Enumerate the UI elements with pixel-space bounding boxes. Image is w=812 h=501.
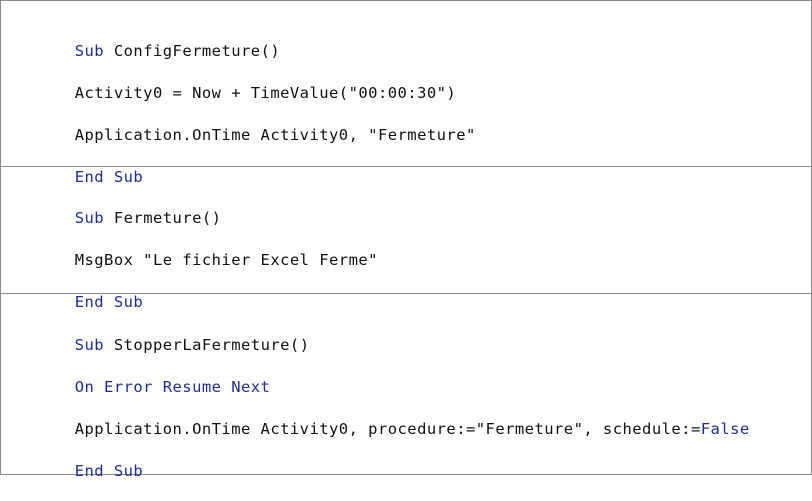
keyword-token: Sub — [74, 209, 105, 227]
code-view: Sub ConfigFermeture() Activity0 = Now + … — [0, 0, 812, 480]
code-block-config-fermeture: Sub ConfigFermeture() Activity0 = Now + … — [1, 1, 811, 186]
keyword-token: Sub — [74, 336, 105, 354]
code-line: Activity0 = Now + TimeValue("00:00:30") — [16, 63, 456, 102]
keyword-token: End Sub — [74, 293, 144, 311]
text-token: Fermeture() — [104, 209, 222, 227]
keyword-token: End Sub — [74, 168, 144, 186]
code-line: End Sub — [16, 272, 143, 311]
code-line: Application.OnTime Activity0, procedure:… — [16, 399, 750, 438]
text-token: ConfigFermeture() — [104, 42, 281, 60]
code-block-stopper-la-fermeture: Sub StopperLaFermeture() On Error Resume… — [1, 293, 811, 480]
code-line: On Error Resume Next — [16, 357, 270, 396]
keyword-token: On Error Resume Next — [74, 378, 271, 396]
text-token: StopperLaFermeture() — [104, 336, 310, 354]
keyword-token: Sub — [74, 42, 105, 60]
text-token: MsgBox "Le fichier Excel Ferme" — [74, 251, 378, 269]
keyword-token: False — [700, 420, 750, 438]
code-block-fermeture: Sub Fermeture() MsgBox "Le fichier Excel… — [1, 166, 811, 311]
code-line: Sub StopperLaFermeture() — [16, 315, 309, 354]
keyword-token: End Sub — [74, 462, 144, 480]
text-token: Application.OnTime Activity0, "Fermeture… — [74, 126, 476, 144]
code-line: End Sub — [16, 147, 143, 186]
code-line: Sub Fermeture() — [16, 188, 221, 227]
text-token: Application.OnTime Activity0, procedure:… — [74, 420, 701, 438]
code-line: MsgBox "Le fichier Excel Ferme" — [16, 230, 378, 269]
text-token: Activity0 = Now + TimeValue("00:00:30") — [74, 84, 457, 102]
code-line: Application.OnTime Activity0, "Fermeture… — [16, 105, 476, 144]
code-line: End Sub — [16, 441, 143, 480]
code-line: Sub ConfigFermeture() — [16, 21, 280, 60]
